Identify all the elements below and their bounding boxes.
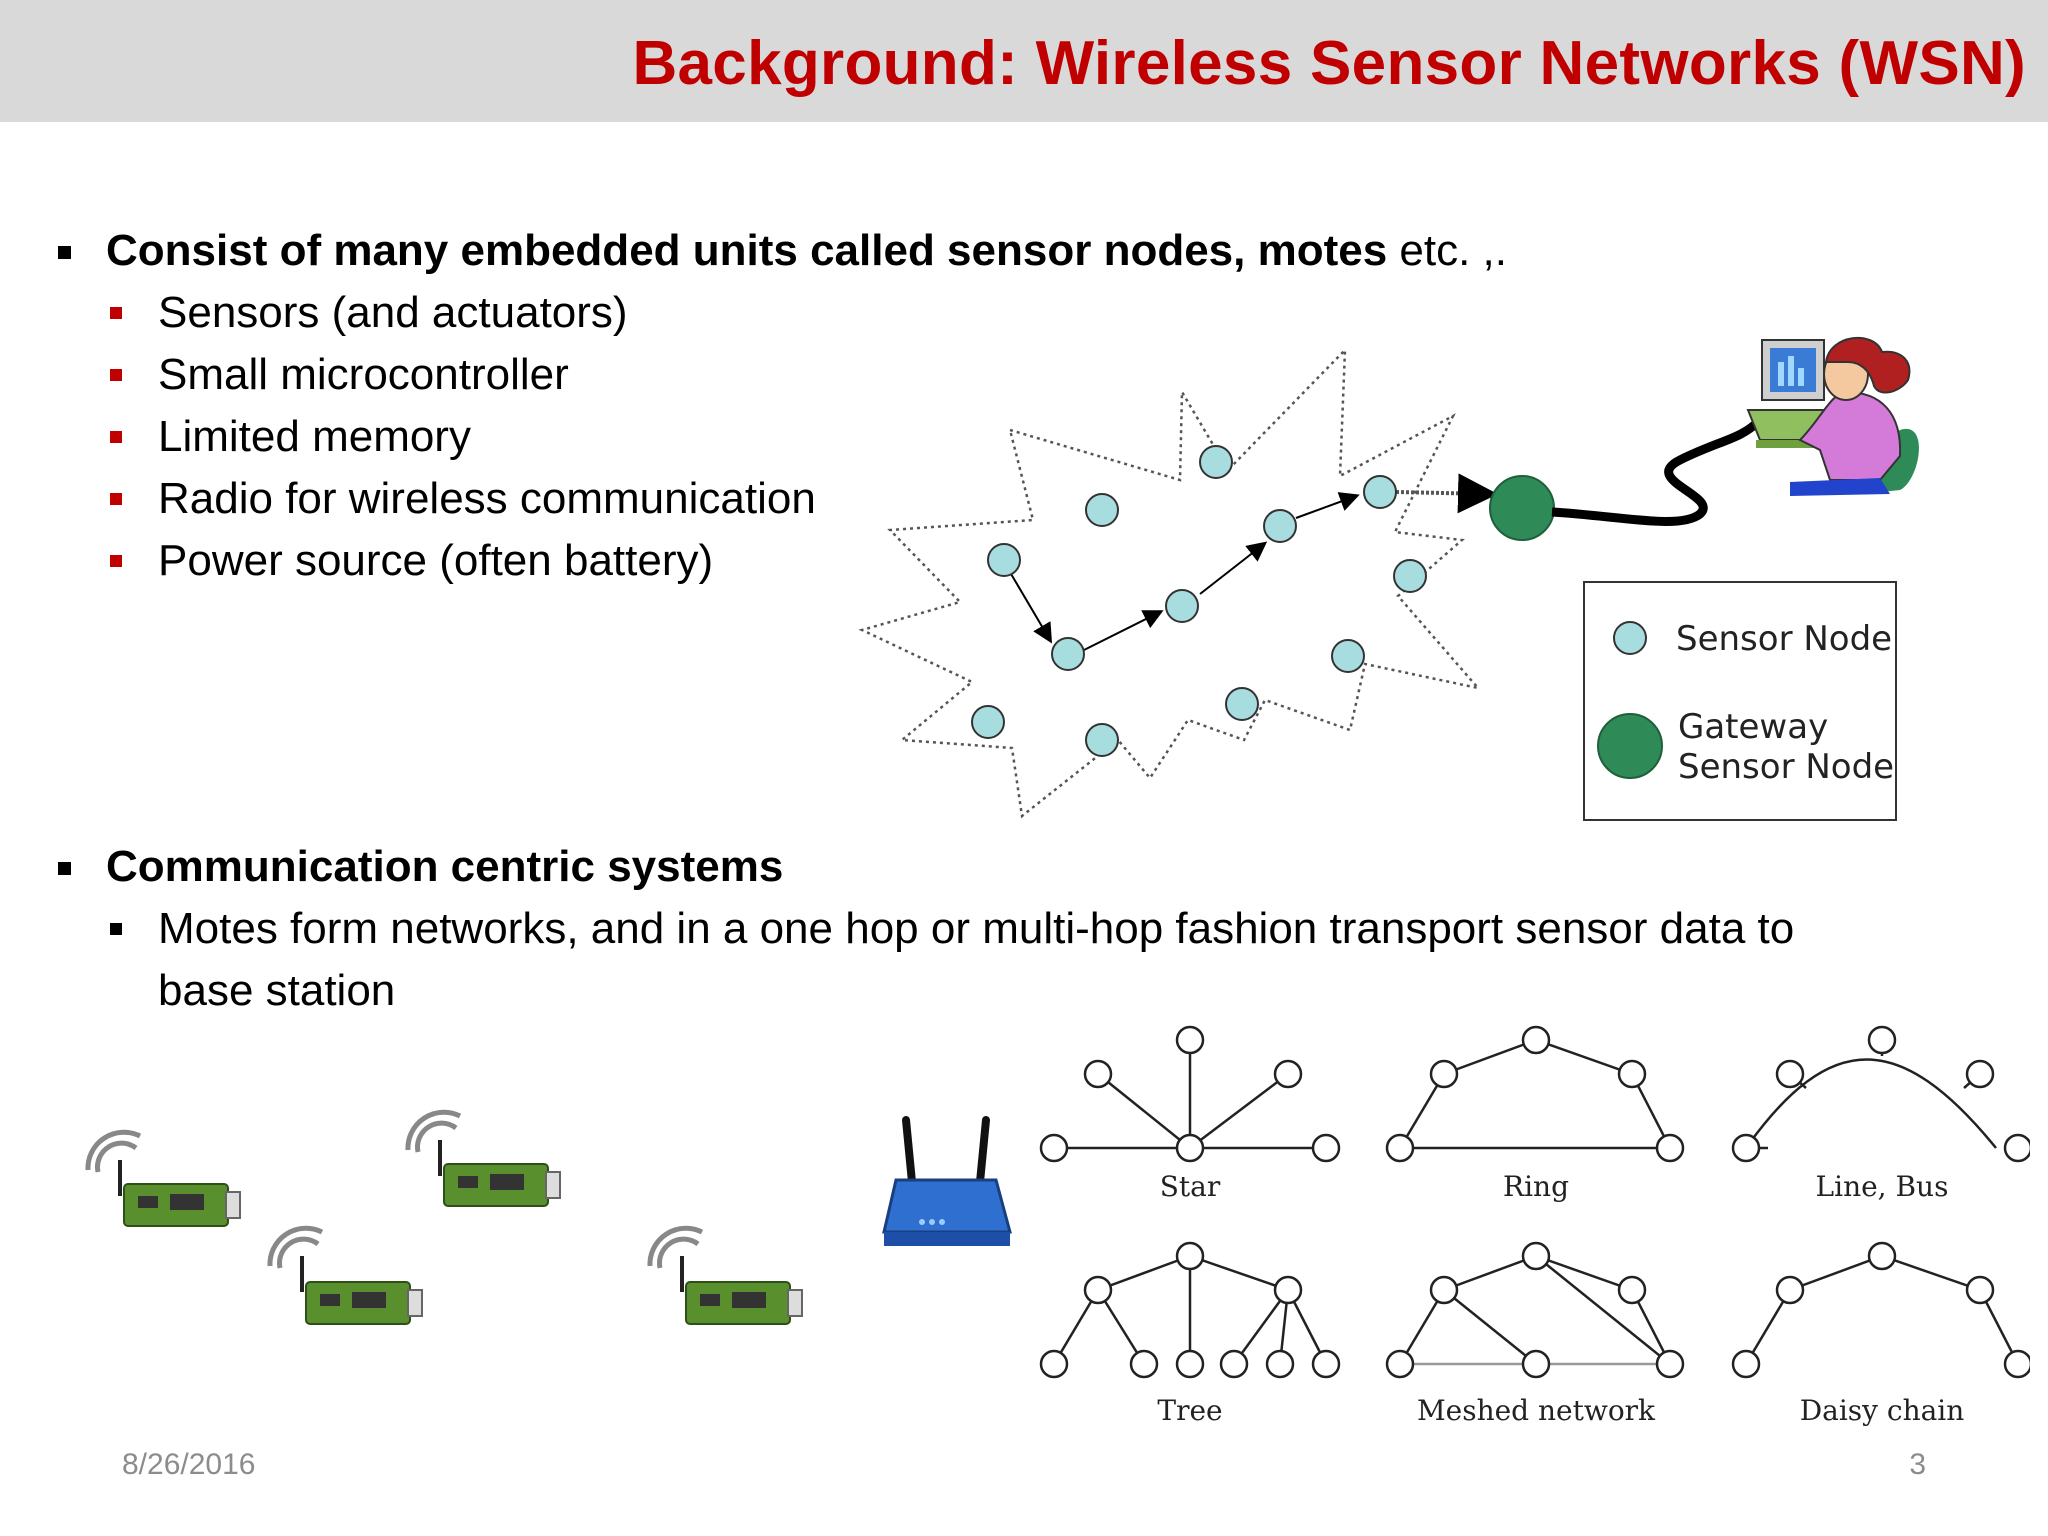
legend-box [1583, 581, 1897, 821]
bullet-rest-text: etc. ,. [1387, 226, 1508, 275]
sensor-node [1393, 559, 1427, 593]
sub-bullet-text-line2: base station [158, 966, 396, 1015]
router-icon [882, 1116, 1012, 1246]
legend-sensor-label: Sensor Node [1676, 619, 1892, 659]
sensor-node [1085, 493, 1119, 527]
daisy-chain-topology [1731, 1241, 2030, 1379]
tree-topology [1039, 1241, 1341, 1379]
page-number: 3 [1909, 1448, 1926, 1481]
sensor-node [1225, 687, 1259, 721]
topology-label-tree: Tree [1157, 1394, 1222, 1427]
sub-bullet-text: Radio for wireless communication [158, 474, 816, 523]
hop-arrow [1395, 473, 1498, 514]
sensor-node [1199, 445, 1233, 479]
legend-sensor-icon [1613, 621, 1647, 655]
sensor-node [1263, 509, 1297, 543]
sub-bullet-text: Small microcontroller [158, 350, 569, 399]
topology-label-daisy-chain: Daisy chain [1800, 1394, 1965, 1427]
legend-gateway-label-1: Gateway [1678, 707, 1828, 747]
bullet-text: Consist of many embedded units called se… [106, 226, 1507, 276]
sub-bullet-text: Sensors (and actuators) [158, 288, 628, 337]
footer-date: 8/26/2016 [122, 1448, 256, 1481]
sub-bullet-text: Limited memory [158, 412, 471, 461]
bullet-bold-text: Consist of many embedded units called se… [106, 226, 1388, 275]
sub-bullet-marker [110, 307, 122, 319]
bullet-marker [58, 862, 71, 875]
star-topology [1039, 1025, 1341, 1163]
mote-device-icon [85, 1129, 241, 1227]
sensor-node [1331, 639, 1365, 673]
sensor-node [1085, 723, 1119, 757]
motes-illustration [85, 1109, 1012, 1325]
topology-label-star: Star [1160, 1170, 1221, 1203]
bullet-bold-text: Communication centric systems [106, 842, 784, 891]
mote-device-icon [647, 1225, 803, 1325]
gateway-cable [1551, 416, 1764, 526]
line-bus-topology [1731, 1025, 2030, 1163]
topologies-diagram: Star Ring Line, Bus Tree Meshed network … [1039, 1025, 2030, 1427]
computer-user-icon [1746, 336, 1919, 496]
mesh-topology [1385, 1241, 1685, 1379]
sub-bullet-marker [110, 555, 122, 567]
sensor-node [1051, 637, 1085, 671]
topology-label-ring: Ring [1503, 1170, 1569, 1203]
bullet-marker [58, 246, 71, 259]
gateway-node [1489, 475, 1555, 541]
ring-topology [1385, 1025, 1685, 1163]
hop-arrow [1295, 492, 1360, 519]
sensor-node [971, 705, 1005, 739]
sub-bullet-marker [110, 369, 122, 381]
slide-title: Background: Wireless Sensor Networks (WS… [632, 29, 2026, 98]
mote-device-icon [267, 1225, 423, 1325]
network-boundary [858, 346, 1482, 819]
title-bar: Background: Wireless Sensor Networks (WS… [0, 0, 2048, 122]
sub-bullet-marker [110, 431, 122, 443]
sub-bullet-text-line1: Motes form networks, and in a one hop or… [158, 904, 1795, 953]
sensor-node [1363, 475, 1397, 509]
sub-bullet-text: Power source (often battery) [158, 536, 714, 585]
sensor-node [1165, 589, 1199, 623]
topology-label-line-bus: Line, Bus [1816, 1170, 1949, 1203]
hop-arrow [1083, 610, 1164, 651]
legend-gateway-icon [1597, 713, 1663, 779]
wsn-diagram: Sensor Node Gateway Sensor Node [858, 336, 1919, 821]
sensor-node [987, 543, 1021, 577]
sub-bullet-marker [110, 923, 122, 935]
sub-bullet-marker [110, 493, 122, 505]
hop-arrow [1199, 541, 1268, 595]
legend-gateway-label-2: Sensor Node [1678, 747, 1894, 787]
topology-label-mesh: Meshed network [1417, 1394, 1656, 1427]
mote-device-icon [405, 1109, 561, 1207]
